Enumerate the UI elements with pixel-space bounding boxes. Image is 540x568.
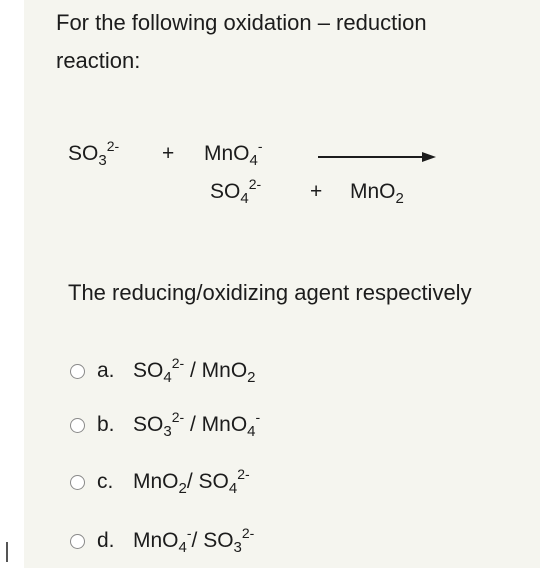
option-a-formula: SO42- / MnO2 [133,356,256,386]
option-b-letter: b. [97,413,115,436]
option-a-part1-base: SO [133,359,164,382]
radio-a[interactable] [70,363,85,379]
option-b-separator: / [184,413,202,436]
option-d-part1-sup: - [186,525,192,541]
option-b-part1-base: SO [133,413,164,436]
reactant-permanganate-subscript: 4 [249,152,258,169]
reactant-sulfite-base: SO [68,142,99,165]
option-a-part1-sup: 2- [171,355,185,371]
option-c-part1-base: MnO [133,470,179,493]
option-b-part2-sub: 4 [247,423,256,440]
reactant-permanganate-charge: - [257,138,263,154]
option-c-part2-sub: 4 [228,480,238,497]
option-b-part2-base: MnO [201,413,248,436]
option-a[interactable]: a. SO42- / MnO2 [70,356,256,386]
product-sulfate: SO42- [210,177,261,207]
product-sulfate-subscript: 4 [240,190,249,207]
equation-plus-1: + [162,142,175,165]
option-d-part2-sub: 3 [233,539,242,556]
option-c-formula: MnO2/ SO42- [133,467,250,497]
option-a-part1-sub: 4 [163,369,172,386]
option-b[interactable]: b. SO32- / MnO4- [70,410,260,440]
option-d[interactable]: d. MnO4-/ SO32- [70,526,254,556]
option-d-formula: MnO4-/ SO32- [133,526,254,556]
option-b-part1-sup: 2- [171,409,185,425]
product-mno2-subscript: 2 [395,190,404,207]
reaction-arrow-icon [318,152,436,162]
option-a-separator: / [184,359,202,382]
option-d-part1-sub: 4 [178,539,187,556]
question-panel [24,0,540,568]
option-c-separator: / [186,470,199,493]
option-b-part1-sub: 3 [163,423,172,440]
option-b-formula: SO32- / MnO4- [133,410,260,440]
radio-d[interactable] [70,533,85,549]
option-d-letter: d. [97,529,115,552]
option-c-part1-sub: 2 [178,480,187,497]
text-cursor-mark [6,542,8,562]
option-a-part2-base: MnO [201,359,248,382]
option-d-part1-base: MnO [133,529,179,552]
reactant-permanganate-base: MnO [204,142,250,165]
option-c-part2-base: SO [198,470,229,493]
option-a-part2-sub: 2 [247,369,256,386]
reactant-sulfite-subscript: 3 [98,152,107,169]
radio-c[interactable] [70,474,85,490]
prompt-text: The reducing/oxidizing agent respectivel… [68,280,472,305]
option-a-letter: a. [97,359,115,382]
reactant-sulfite: SO32- [68,139,119,169]
reactant-sulfite-charge: 2- [106,138,120,154]
product-sulfate-charge: 2- [248,176,262,192]
reactant-permanganate: MnO4- [204,139,263,169]
option-c[interactable]: c. MnO2/ SO42- [70,467,250,497]
equation-plus-2: + [310,180,323,203]
product-manganese-dioxide: MnO2 [350,180,404,207]
option-c-letter: c. [97,470,114,493]
question-text: For the following oxidation – reduction … [56,10,427,73]
radio-b[interactable] [70,417,85,433]
product-mno2-base: MnO [350,180,396,203]
option-d-separator: / [191,529,204,552]
product-sulfate-base: SO [210,180,241,203]
option-d-part2-sup: 2- [241,525,255,541]
option-b-part2-sup: - [255,409,261,425]
option-d-part2-base: SO [203,529,234,552]
option-c-part2-sup: 2- [237,466,250,482]
